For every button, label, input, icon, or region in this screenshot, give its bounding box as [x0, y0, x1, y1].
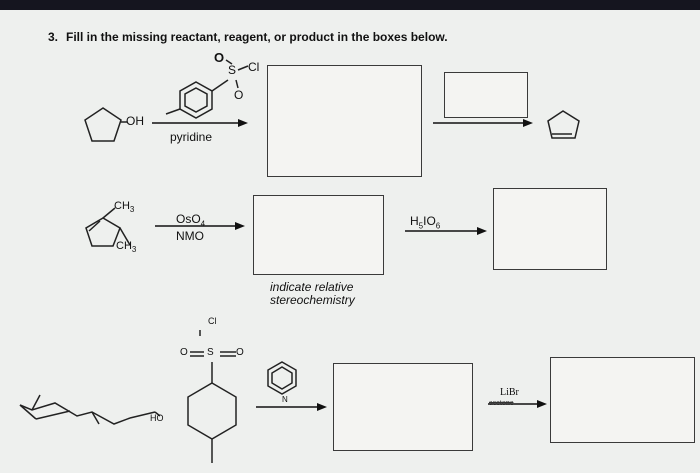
stereo-note-line2: stereochemistry	[270, 293, 355, 307]
question-text: Fill in the missing reactant, reagent, o…	[66, 30, 448, 44]
cl-label: Cl	[248, 60, 260, 74]
ch3-top-label: CH3	[114, 200, 135, 215]
cyclopentene-ring	[547, 110, 580, 139]
arrow-4-head	[477, 227, 487, 235]
h5io6-label: H5IO6	[410, 214, 441, 231]
cyclopentane-ring	[84, 107, 122, 142]
oh-label: OH	[126, 114, 144, 128]
dimethylcyclopentene-ring	[85, 217, 121, 247]
answer-box-3[interactable]	[253, 195, 384, 275]
acetone-label: acetone	[489, 398, 514, 407]
answer-box-2[interactable]	[444, 72, 528, 118]
ch3-bottom-label: CH3	[116, 240, 137, 255]
o-label-bottom: O	[234, 88, 244, 102]
o-left-label: O	[180, 347, 188, 358]
n-label: N	[282, 395, 288, 404]
o-right-label: O	[236, 347, 244, 358]
pyridine-label: pyridine	[170, 130, 213, 144]
question-number: 3.	[48, 30, 59, 44]
arrow-3-head	[235, 222, 245, 230]
arrow-5-head	[317, 403, 327, 411]
stereo-note-line1: indicate relative	[270, 280, 354, 294]
tosyl-benzene-ring	[187, 382, 237, 440]
nmo-label: NMO	[176, 229, 204, 243]
o-label-top: O	[214, 50, 225, 65]
answer-box-6[interactable]	[550, 357, 695, 443]
cyclohexane-chair	[19, 402, 131, 425]
answer-box-1[interactable]	[267, 65, 422, 177]
arrow-6-head	[537, 400, 547, 408]
libr-label: LiBr	[500, 387, 519, 398]
s-tosyl-label: S	[207, 347, 214, 358]
answer-box-5[interactable]	[333, 363, 473, 451]
oso4-label: OsO4	[176, 212, 206, 229]
cl-label-tosyl: Cl	[208, 316, 217, 326]
arrow-2-head	[523, 119, 533, 127]
arrow-1-head	[238, 119, 248, 127]
top-bar	[0, 0, 700, 10]
pyridine-ring	[267, 361, 297, 395]
s-label: S	[228, 63, 237, 77]
answer-box-4[interactable]	[493, 188, 607, 270]
ho-label: HO	[150, 413, 164, 423]
